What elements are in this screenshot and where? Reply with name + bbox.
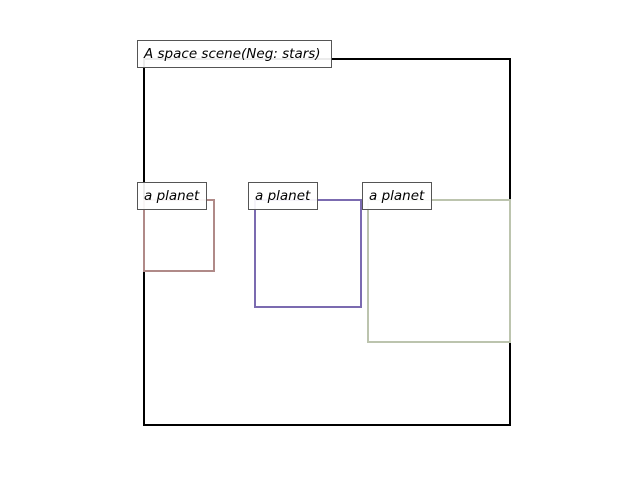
- planet-label-1: a planet: [137, 182, 207, 210]
- scene-label: A space scene(Neg: stars): [137, 40, 332, 68]
- planet-bounding-box-2: [254, 199, 362, 308]
- planet-bounding-box-3: [367, 199, 511, 343]
- planet-label-2: a planet: [248, 182, 318, 210]
- planet-label-3: a planet: [362, 182, 432, 210]
